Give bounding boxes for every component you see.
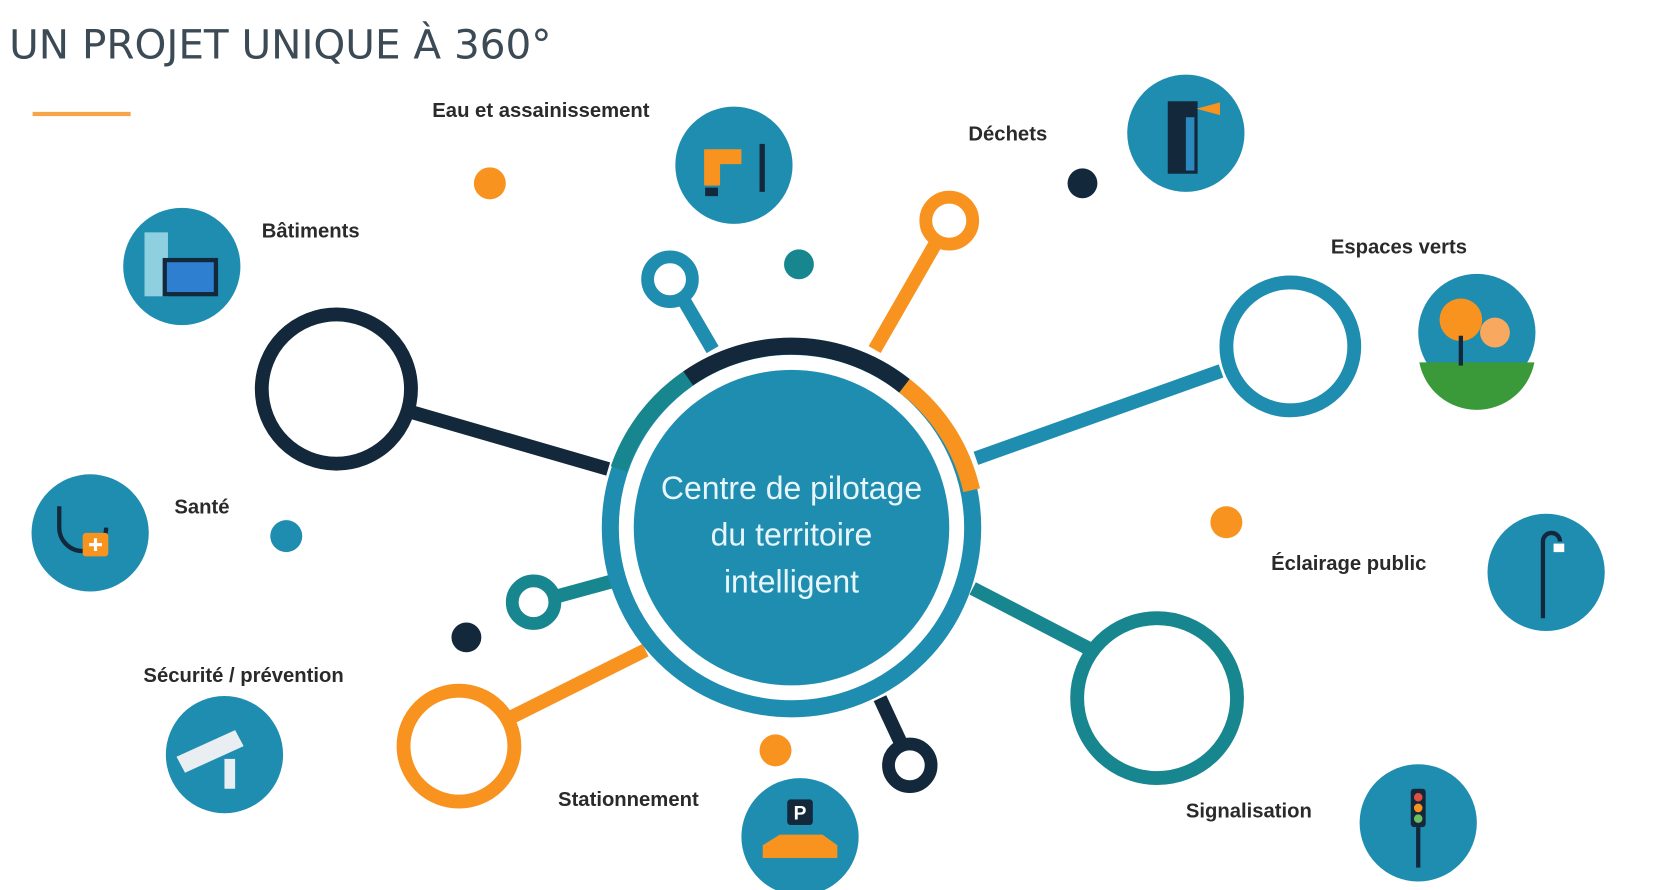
connector-teal-large	[969, 582, 1091, 655]
label-health: Santé	[174, 497, 229, 519]
label-green-spaces: Espaces verts	[1331, 237, 1467, 259]
ring-teal-large	[1070, 611, 1244, 786]
dot-orange	[473, 167, 506, 200]
label-water: Eau et assainissement	[432, 100, 649, 122]
ring-teal-small	[505, 574, 562, 630]
decorative-dots	[270, 167, 1243, 767]
street-lamp-icon	[1487, 513, 1605, 631]
ring-blue-small	[641, 250, 699, 309]
ring-blue-large	[1219, 275, 1362, 418]
dot-navy	[1067, 168, 1098, 199]
hub-text-line-1: Centre de pilotage	[661, 470, 922, 506]
trees-icon	[1418, 273, 1536, 410]
ring-navy-large	[254, 307, 418, 471]
connector-blue-small	[676, 294, 719, 354]
hub-ring-orange-segment	[899, 379, 980, 493]
water-tap-icon	[675, 106, 793, 224]
dot-blue	[270, 520, 303, 553]
dot-navy	[451, 622, 482, 653]
connector-teal-small	[553, 574, 616, 604]
hub-ring-teal-segment	[610, 371, 694, 472]
buildings-icon	[123, 207, 241, 326]
dot-teal	[784, 249, 814, 280]
ring-orange-small	[919, 190, 980, 251]
dot-orange	[1210, 506, 1243, 539]
connector-orange-small	[868, 238, 943, 354]
label-buildings: Bâtiments	[262, 221, 360, 243]
hub-text-line-2: du territoire	[711, 517, 873, 553]
label-security: Sécurité / prévention	[143, 665, 343, 687]
ring-navy-small	[882, 737, 938, 794]
hub-text-line-3: intelligent	[724, 564, 859, 600]
traffic-light-icon	[1359, 764, 1477, 882]
connector-navy-small	[873, 695, 908, 747]
ring-orange-large	[396, 683, 522, 809]
connectors	[254, 190, 1362, 809]
label-waste: Déchets	[968, 124, 1047, 146]
page-title: UN PROJET UNIQUE À 360°	[9, 21, 551, 69]
label-parking: Stationnement	[558, 789, 699, 811]
parking-car-icon: P	[741, 778, 859, 890]
security-camera-icon	[165, 696, 284, 814]
waste-bin-icon	[1127, 74, 1245, 192]
domain-icons: P	[31, 74, 1605, 890]
connector-navy-large	[403, 403, 611, 476]
stethoscope-icon	[31, 474, 149, 592]
connector-blue-large	[973, 364, 1224, 465]
hub-disc	[633, 369, 950, 686]
domain-labels: Eau et assainissement Déchets Bâtiments …	[143, 100, 1467, 822]
label-signage: Signalisation	[1186, 801, 1312, 823]
dot-orange	[759, 734, 792, 767]
svg-text:P: P	[794, 804, 807, 825]
label-public-lighting: Éclairage public	[1271, 552, 1426, 575]
hub-ring-navy-segment	[683, 337, 910, 393]
connector-orange-large	[503, 643, 649, 726]
center-hub: Centre de pilotage du territoire intelli…	[601, 337, 982, 718]
